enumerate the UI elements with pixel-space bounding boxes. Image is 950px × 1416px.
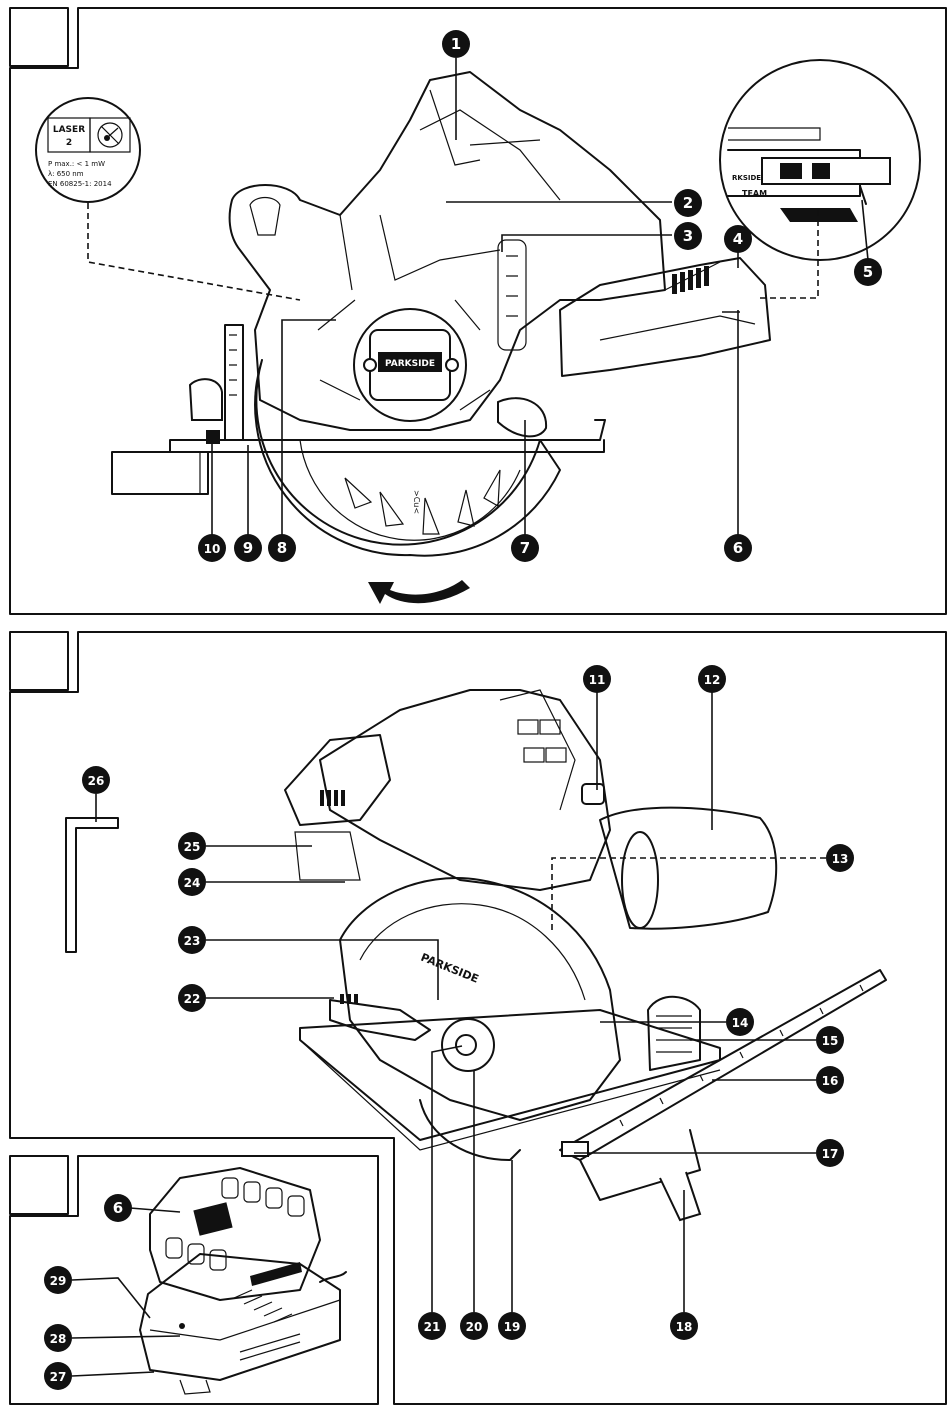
laser-warning-icon [98, 123, 122, 147]
battery-and-charger [140, 1168, 346, 1394]
callout-label: 26 [88, 774, 105, 788]
callout-17: 17 [816, 1139, 844, 1167]
callout-label: 29 [50, 1274, 67, 1288]
callout-5: 5 [854, 258, 882, 286]
callout-16: 16 [816, 1066, 844, 1094]
callout-label: 17 [822, 1147, 839, 1161]
callout-label: 21 [424, 1320, 441, 1334]
detail-inset: RKSIDE TEAM [720, 60, 920, 260]
detail-leader [760, 210, 818, 298]
callout-14: 14 [726, 1008, 754, 1036]
callout-19: 19 [498, 1312, 526, 1340]
laser-class-line2: 2 [66, 138, 72, 148]
laser-power: P max.: < 1 mW [48, 160, 105, 168]
callout-8: 8 [268, 534, 296, 562]
callout-6-panel-c: 6 [104, 1194, 132, 1222]
callout-9: 9 [234, 534, 262, 562]
callout-label: 12 [704, 673, 721, 687]
callout-label: 27 [50, 1370, 67, 1384]
callout-6: 6 [724, 534, 752, 562]
brand-team-partial: RKSIDE [732, 174, 761, 182]
saw-side-view: >Cu< PARKSIDE [112, 72, 770, 604]
callout-label: 7 [520, 539, 530, 557]
callout-26: 26 [82, 766, 110, 794]
callout-20: 20 [460, 1312, 488, 1340]
callout-10: 10 [198, 534, 226, 562]
callout-28: 28 [44, 1324, 72, 1352]
callout-label: 19 [504, 1320, 521, 1334]
callout-11: 11 [583, 665, 611, 693]
allen-key-icon [66, 818, 118, 952]
callout-label: 20 [466, 1320, 483, 1334]
callout-27: 27 [44, 1362, 72, 1390]
callout-1: 1 [442, 30, 470, 58]
callout-label: 15 [822, 1034, 839, 1048]
callout-29: 29 [44, 1266, 72, 1294]
callout-label: 13 [832, 852, 849, 866]
callout-label: 23 [184, 934, 201, 948]
callout-2: 2 [674, 189, 702, 217]
rotation-arrow-icon [368, 580, 470, 604]
callout-label: 1 [451, 35, 461, 53]
callout-4: 4 [724, 225, 752, 253]
callout-label: 24 [184, 876, 201, 890]
callout-label: 5 [863, 263, 873, 281]
callout-3: 3 [674, 222, 702, 250]
callout-23: 23 [178, 926, 206, 954]
callout-label: 14 [732, 1016, 749, 1030]
callout-label: 2 [683, 194, 693, 212]
callout-label: 10 [204, 542, 221, 556]
callout-label: 22 [184, 992, 201, 1006]
callout-label: 4 [733, 230, 743, 248]
callout-18: 18 [670, 1312, 698, 1340]
leaders-panel-a [212, 58, 868, 535]
laser-wavelength: λ: 650 nm [48, 170, 84, 178]
charger-icon [140, 1254, 346, 1394]
laser-standard: EN 60825-1: 2014 [48, 180, 112, 188]
brand-name-panel-a: PARKSIDE [385, 359, 435, 369]
callout-label: 3 [683, 227, 693, 245]
callout-label: 6 [733, 539, 743, 557]
callout-21: 21 [418, 1312, 446, 1340]
callout-label: 18 [676, 1320, 693, 1334]
callout-13: 13 [826, 844, 854, 872]
brand-name-panel-b: PARKSIDE [419, 951, 481, 986]
callout-24: 24 [178, 868, 206, 896]
brand-team-word: TEAM [742, 189, 767, 198]
callout-25: 25 [178, 832, 206, 860]
callout-label: 11 [589, 673, 606, 687]
leaders-panel-c [72, 1208, 180, 1376]
brand-logo-panel-a: PARKSIDE [378, 352, 442, 372]
callout-label: 16 [822, 1074, 839, 1088]
callout-label: 28 [50, 1332, 67, 1346]
callout-label: 9 [243, 539, 253, 557]
callout-15: 15 [816, 1026, 844, 1054]
brand-logo-panel-b: PARKSIDE [419, 951, 481, 986]
callout-12: 12 [698, 665, 726, 693]
callout-22: 22 [178, 984, 206, 1012]
blade-marking: >Cu< [412, 490, 421, 514]
laser-label-leader [88, 203, 300, 300]
laser-class-line1: LASER [53, 125, 85, 135]
callout-label: 25 [184, 840, 201, 854]
callout-label: 6 [113, 1199, 123, 1217]
saw-perspective-view: PARKSIDE [285, 690, 886, 1220]
callout-label: 8 [277, 539, 287, 557]
callout-7: 7 [511, 534, 539, 562]
laser-warning-label: LASER 2 P max.: < 1 mW λ: 650 nm EN 6082… [36, 98, 140, 202]
battery-icon [150, 1168, 320, 1300]
